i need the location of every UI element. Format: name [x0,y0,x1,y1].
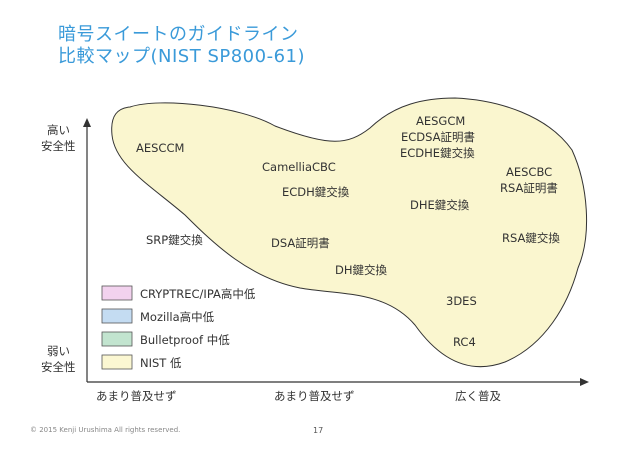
legend-swatch-cryptrec [101,285,133,301]
legend: CRYPTREC/IPA高中低 Mozilla高中低 Bulletproof 中… [101,285,256,370]
nist-region [111,97,588,368]
copyright-footer: © 2015 Kenji Urushima All rights reserve… [30,426,180,434]
item-camellia: CamelliaCBC [262,160,336,174]
legend-label-nist: NIST 低 [140,356,182,370]
slide-title-line2: 比較マップ(NIST SP800-61) [58,46,305,67]
item-ecdhe: ECDHE鍵交換 [400,146,475,160]
item-aescbc: AESCBC [506,165,552,179]
item-ecdsa: ECDSA証明書 [401,130,475,144]
x-axis-arrow-icon [580,378,589,386]
item-rsa-kx: RSA鍵交換 [502,231,560,245]
item-aesgcm: AESGCM [416,114,465,128]
y-axis-high-label-2: 安全性 [41,139,76,153]
legend-swatch-nist [101,354,133,370]
item-srp: SRP鍵交換 [146,233,203,247]
item-aesccm: AESCCM [136,141,184,155]
item-dhe: DHE鍵交換 [410,198,470,212]
x-axis-right-label: 広く普及 [455,389,501,403]
item-rsa-cert: RSA証明書 [500,181,558,195]
y-axis-arrow-icon [83,118,91,127]
y-axis-low-label-2: 安全性 [41,360,76,374]
item-ecdh: ECDH鍵交換 [282,185,350,199]
item-dh: DH鍵交換 [335,263,388,277]
y-axis-low-label-1: 弱い [47,344,70,358]
item-3des: 3DES [446,294,477,308]
legend-swatch-mozilla [101,308,133,324]
x-axis-left-label: あまり普及せず [96,389,177,403]
legend-label-mozilla: Mozilla高中低 [140,310,215,324]
item-dsa: DSA証明書 [271,236,330,250]
legend-label-cryptrec: CRYPTREC/IPA高中低 [140,287,256,301]
x-axis-mid-label: あまり普及せず [274,389,355,403]
item-rc4: RC4 [453,335,476,349]
slide-title-line1: 暗号スイートのガイドライン [58,24,299,45]
legend-swatch-bulletproof [101,331,133,347]
legend-label-bulletproof: Bulletproof 中低 [140,333,230,347]
y-axis-high-label-1: 高い [47,123,70,137]
page-number: 17 [313,426,323,435]
